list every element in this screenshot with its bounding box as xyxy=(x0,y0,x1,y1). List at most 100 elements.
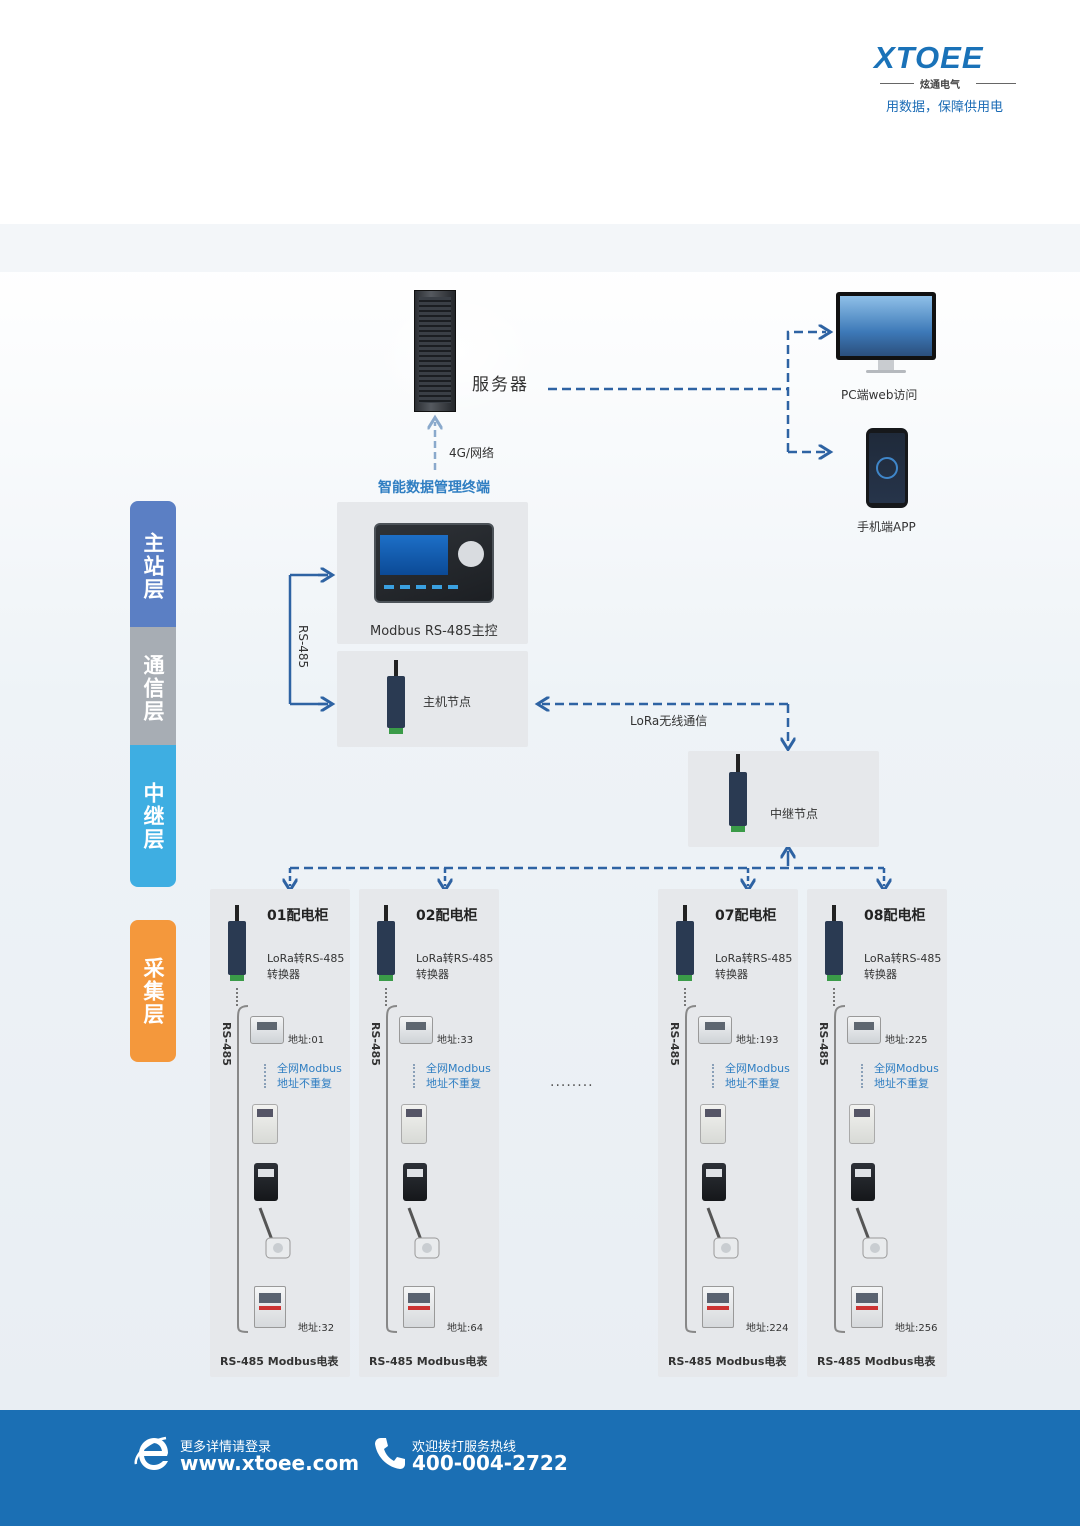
pc-monitor-icon xyxy=(836,292,936,360)
modbus-note: 全网Modbus xyxy=(725,1062,790,1075)
terminal-device-icon xyxy=(374,523,494,603)
cabinet-footer-label: RS-485 Modbus电表 xyxy=(817,1355,936,1368)
converter-label: LoRa转RS-485 xyxy=(416,952,494,965)
multifunction-meter-icon xyxy=(403,1286,435,1328)
relay-node-box xyxy=(688,751,879,847)
pc-base xyxy=(866,370,906,373)
bus-connector xyxy=(385,988,387,1006)
pc-label: PC端web访问 xyxy=(841,388,918,402)
wireless-sensor-icon xyxy=(855,1207,888,1259)
rs485-vertical-label: RS-485 xyxy=(296,625,310,669)
bus-connector xyxy=(236,988,238,1006)
modbus-note-2: 地址不重复 xyxy=(426,1077,481,1090)
prepaid-meter-icon xyxy=(851,1163,875,1201)
address-last: 地址:224 xyxy=(746,1323,789,1334)
layer-relay: 中继层 xyxy=(130,745,176,887)
converter-label-2: 转换器 xyxy=(416,968,449,981)
din-meter-icon xyxy=(698,1016,732,1044)
converter-label: LoRa转RS-485 xyxy=(267,952,345,965)
address-first: 地址:193 xyxy=(736,1035,779,1046)
converter-device-icon xyxy=(226,905,248,983)
logo-divider-right xyxy=(976,83,1016,84)
converter-label: LoRa转RS-485 xyxy=(864,952,942,965)
layer-communication: 通信层 xyxy=(130,627,176,749)
address-last: 地址:64 xyxy=(447,1323,484,1334)
dotted-separator xyxy=(413,1064,415,1088)
cabinet-title: 07配电柜 xyxy=(715,908,777,924)
footer-bar xyxy=(0,1410,1080,1526)
rs485-label: RS-485 xyxy=(817,1022,830,1066)
rs485-label: RS-485 xyxy=(668,1022,681,1066)
pc-stand xyxy=(878,360,894,370)
modbus-note: 全网Modbus xyxy=(874,1062,939,1075)
din-meter-icon xyxy=(250,1016,284,1044)
phone-handset-icon xyxy=(374,1436,406,1470)
cabinet-footer-label: RS-485 Modbus电表 xyxy=(668,1355,787,1368)
multifunction-meter-icon xyxy=(254,1286,286,1328)
converter-device-icon xyxy=(375,905,397,983)
diagram-top-band xyxy=(0,224,1080,272)
address-first: 地址:01 xyxy=(288,1035,325,1046)
bus-connector xyxy=(684,988,686,1006)
logo-divider-left xyxy=(880,83,914,84)
bus-connector xyxy=(833,988,835,1006)
footer-hotline-label: 欢迎拨打服务热线 xyxy=(412,1440,517,1455)
address-first: 地址:33 xyxy=(437,1035,474,1046)
modbus-note: 全网Modbus xyxy=(426,1062,491,1075)
converter-device-icon xyxy=(823,905,845,983)
host-node-box xyxy=(337,651,528,747)
phone-icon xyxy=(866,428,908,508)
prepaid-meter-icon xyxy=(254,1163,278,1201)
prepaid-meter-icon xyxy=(403,1163,427,1201)
prepaid-meter-icon xyxy=(702,1163,726,1201)
single-phase-meter-icon xyxy=(700,1104,726,1144)
host-node-label: 主机节点 xyxy=(423,695,472,709)
wireless-sensor-icon xyxy=(407,1207,440,1259)
single-phase-meter-icon xyxy=(252,1104,278,1144)
terminal-caption: Modbus RS-485主控 xyxy=(370,624,498,639)
address-last: 地址:32 xyxy=(298,1323,335,1334)
relay-node-device-icon xyxy=(727,754,749,834)
cabinet-title: 02配电柜 xyxy=(416,908,478,924)
cabinet-title: 01配电柜 xyxy=(267,908,329,924)
din-meter-icon xyxy=(847,1016,881,1044)
wireless-sensor-icon xyxy=(258,1207,291,1259)
cabinets-ellipsis: ........ xyxy=(550,1074,594,1090)
cabinet-footer-label: RS-485 Modbus电表 xyxy=(369,1355,488,1368)
rs485-bus-bracket xyxy=(834,1005,846,1333)
layer-collection: 采集层 xyxy=(130,920,176,1062)
rs485-bus-bracket xyxy=(685,1005,697,1333)
host-node-device-icon xyxy=(385,660,407,736)
converter-label-2: 转换器 xyxy=(715,968,748,981)
modbus-note-2: 地址不重复 xyxy=(725,1077,780,1090)
converter-label-2: 转换器 xyxy=(864,968,897,981)
single-phase-meter-icon xyxy=(849,1104,875,1144)
app-label: 手机端APP xyxy=(857,520,916,534)
connector-lines xyxy=(0,0,1080,1410)
footer-website[interactable]: www.xtoee.com xyxy=(180,1451,360,1475)
dotted-separator xyxy=(712,1064,714,1088)
dotted-separator xyxy=(264,1064,266,1088)
multifunction-meter-icon xyxy=(851,1286,883,1328)
din-meter-icon xyxy=(399,1016,433,1044)
modbus-note-2: 地址不重复 xyxy=(277,1077,332,1090)
slogan: 用数据，保障供用电 xyxy=(886,100,1004,115)
footer-hotline[interactable]: 400-004-2722 xyxy=(412,1451,568,1475)
cabinet-title: 08配电柜 xyxy=(864,908,926,924)
address-first: 地址:225 xyxy=(885,1035,928,1046)
address-last: 地址:256 xyxy=(895,1323,938,1334)
server-glow xyxy=(372,286,542,416)
lora-label: LoRa无线通信 xyxy=(630,714,708,728)
footer-login-label: 更多详情请登录 xyxy=(180,1440,272,1455)
single-phase-meter-icon xyxy=(401,1104,427,1144)
rs485-label: RS-485 xyxy=(369,1022,382,1066)
network-label: 4G/网络 xyxy=(449,446,494,460)
converter-label: LoRa转RS-485 xyxy=(715,952,793,965)
cabinet-footer-label: RS-485 Modbus电表 xyxy=(220,1355,339,1368)
converter-device-icon xyxy=(674,905,696,983)
relay-node-label: 中继节点 xyxy=(770,807,819,821)
rs485-bus-bracket xyxy=(386,1005,398,1333)
converter-label-2: 转换器 xyxy=(267,968,300,981)
server-label: 服务器 xyxy=(472,375,529,395)
rs485-label: RS-485 xyxy=(220,1022,233,1066)
